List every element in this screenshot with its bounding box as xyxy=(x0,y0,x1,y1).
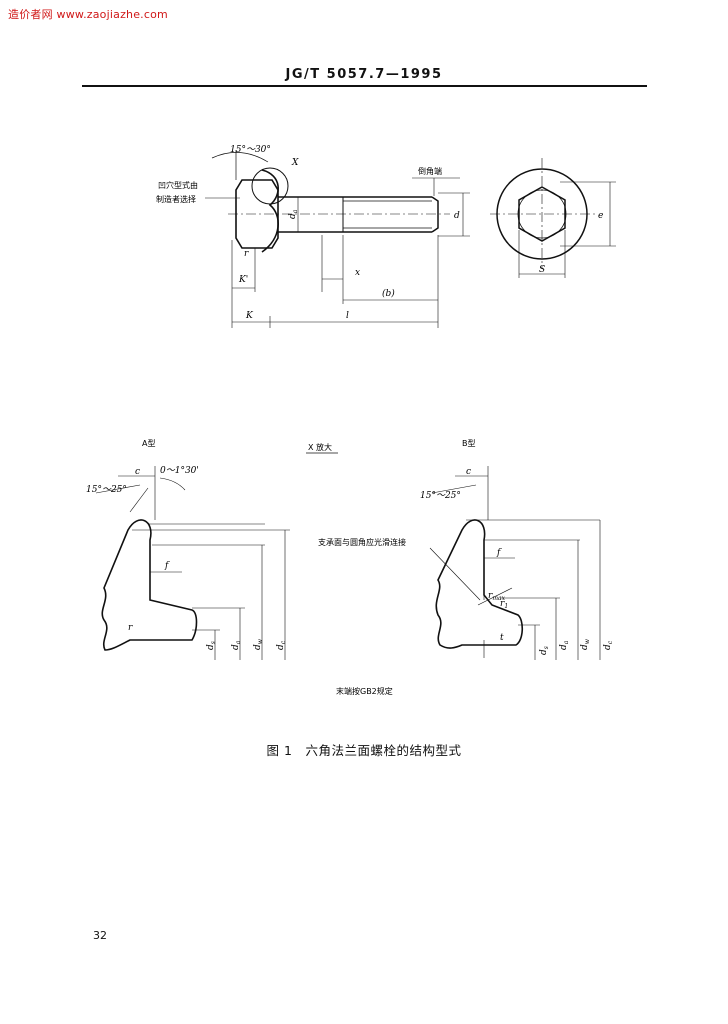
label-dim-da: da xyxy=(288,209,299,219)
label-dc-b: dc xyxy=(603,640,614,650)
page-number: 32 xyxy=(93,929,107,942)
bolt-side-view xyxy=(205,150,470,328)
standard-number: JG/T 5057.7—1995 xyxy=(285,67,443,82)
label-detail-x: X xyxy=(291,158,299,168)
label-recess-line2: 制造者选择 xyxy=(156,194,196,204)
label-type-a: A型 xyxy=(142,439,155,448)
label-dc-a: dc xyxy=(276,640,287,650)
label-t: t xyxy=(500,633,504,643)
label-f-b: f xyxy=(496,548,502,558)
label-chamfer-end: 倒角端 xyxy=(418,166,442,176)
label-f-a: f xyxy=(164,561,170,571)
label-bearing-note: 支承面与圆角应光滑连接 xyxy=(318,537,406,547)
label-recess-line1: 凹穴型式由 xyxy=(158,180,198,190)
label-dim-x: x xyxy=(355,268,360,278)
label-dim-l: l xyxy=(346,311,349,321)
label-angle-a: 15°～25° xyxy=(86,485,127,495)
label-c-b: c xyxy=(466,467,471,477)
header-rule xyxy=(82,85,647,87)
label-da-b: da xyxy=(559,640,570,650)
label-dim-r-top: r xyxy=(244,249,249,259)
site-watermark: 造价者网 www.zaojiazhe.com xyxy=(8,8,168,21)
label-angle-top: 15°～30° xyxy=(230,145,271,155)
label-angle-b: 15°～25° xyxy=(420,491,461,501)
label-dim-s: S xyxy=(539,265,545,275)
label-type-b: B型 xyxy=(462,439,476,448)
label-dim-k-prime: K' xyxy=(238,275,248,285)
bolt-end-view xyxy=(490,158,616,278)
label-r-a: r xyxy=(128,623,133,633)
label-c-a: c xyxy=(135,467,140,477)
label-angle-c: 0～1°30' xyxy=(160,466,199,476)
label-ds-b: ds xyxy=(539,646,550,655)
label-ds-a: ds xyxy=(206,641,217,650)
label-r-max: rmax xyxy=(488,591,506,602)
label-dw-a: dw xyxy=(253,638,264,650)
label-detail-title: X 放大 xyxy=(308,442,332,452)
figure-caption: 图 1 六角法兰面螺栓的结构型式 xyxy=(266,743,462,758)
detail-type-a xyxy=(95,466,290,660)
detail-type-b xyxy=(429,466,601,660)
label-da-a: da xyxy=(231,640,242,650)
label-dim-b: (b) xyxy=(382,288,395,299)
label-dim-d: d xyxy=(454,211,460,221)
label-dw-b: dw xyxy=(580,638,591,650)
label-end-note: 末端按GB2规定 xyxy=(336,686,393,696)
label-dim-e: e xyxy=(598,211,603,221)
label-dim-k: K xyxy=(245,311,254,321)
label-r1: r1 xyxy=(500,599,508,610)
